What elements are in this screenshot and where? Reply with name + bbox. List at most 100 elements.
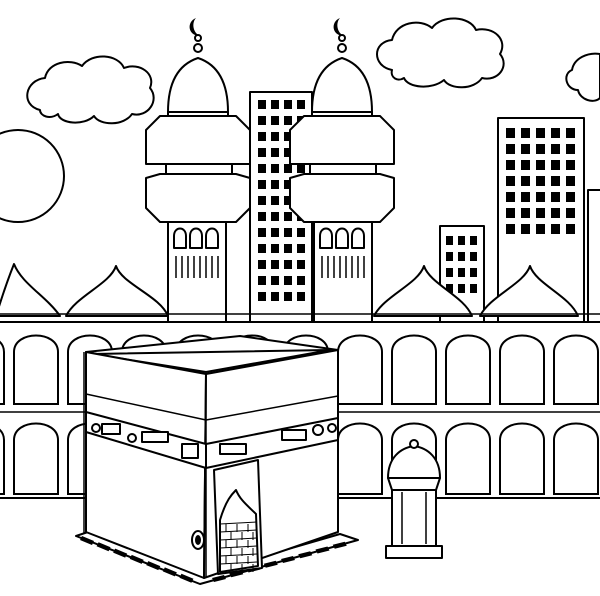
window	[521, 192, 530, 202]
base-block	[263, 560, 278, 568]
window	[521, 128, 530, 138]
window	[271, 212, 279, 221]
window	[284, 180, 292, 189]
building-edge-right	[587, 189, 600, 323]
window	[284, 260, 292, 269]
cloud-top-right	[376, 17, 505, 89]
arch	[13, 334, 59, 405]
window	[536, 160, 545, 170]
base-block	[179, 573, 194, 583]
window	[521, 144, 530, 154]
window	[446, 236, 453, 245]
window	[271, 228, 279, 237]
base-block	[80, 536, 94, 545]
window	[284, 164, 292, 173]
window	[506, 192, 515, 202]
window	[284, 212, 292, 221]
window	[566, 208, 575, 218]
window	[470, 252, 477, 261]
window	[506, 128, 515, 138]
window	[506, 144, 515, 154]
window	[284, 148, 292, 157]
window	[297, 260, 305, 269]
arch	[445, 334, 491, 405]
window	[258, 180, 266, 189]
brick-line	[219, 521, 258, 525]
cloud-left	[26, 55, 155, 125]
window	[284, 244, 292, 253]
window	[536, 144, 545, 154]
base-block	[129, 554, 144, 564]
brick-line	[219, 561, 258, 565]
window	[284, 196, 292, 205]
arch	[337, 334, 383, 405]
window	[566, 224, 575, 234]
window	[506, 208, 515, 218]
window	[258, 212, 266, 221]
base-block	[162, 567, 177, 577]
window	[258, 116, 266, 125]
maqam-shrine	[385, 439, 443, 559]
arch	[13, 422, 59, 495]
dome-3	[373, 265, 473, 317]
window	[536, 176, 545, 186]
window	[284, 276, 292, 285]
window	[271, 164, 279, 173]
window	[258, 132, 266, 141]
window	[551, 224, 560, 234]
window	[271, 292, 279, 301]
window	[284, 116, 292, 125]
window	[470, 284, 477, 293]
window	[271, 276, 279, 285]
window	[258, 292, 266, 301]
window	[258, 244, 266, 253]
window	[297, 164, 305, 173]
base-block	[212, 575, 226, 582]
window	[458, 236, 465, 245]
window	[536, 128, 545, 138]
base-block	[281, 556, 295, 563]
arch	[553, 334, 599, 405]
window	[446, 284, 453, 293]
window	[536, 224, 545, 234]
arch	[499, 334, 545, 405]
window	[506, 176, 515, 186]
arch	[391, 334, 437, 405]
arch	[337, 422, 383, 495]
window	[297, 244, 305, 253]
cloud-far-right	[565, 52, 600, 102]
kaaba	[75, 335, 359, 585]
arch	[445, 422, 491, 495]
window	[271, 132, 279, 141]
window	[446, 268, 453, 277]
arch	[0, 340, 5, 405]
window	[271, 180, 279, 189]
brick-line	[219, 537, 258, 541]
window	[458, 252, 465, 261]
dome-2	[65, 265, 169, 317]
base-block	[332, 541, 347, 549]
window	[446, 252, 453, 261]
minaret-right	[289, 18, 395, 323]
brick-line	[219, 545, 258, 549]
window	[470, 268, 477, 277]
minaret-left	[145, 18, 251, 323]
window	[258, 260, 266, 269]
window	[284, 100, 292, 109]
dome-4	[479, 265, 579, 317]
window	[284, 292, 292, 301]
window	[284, 228, 292, 237]
window	[271, 100, 279, 109]
window	[506, 224, 515, 234]
window	[536, 192, 545, 202]
window	[566, 176, 575, 186]
window	[271, 148, 279, 157]
brick-line	[219, 553, 258, 557]
window	[258, 164, 266, 173]
window	[551, 128, 560, 138]
window	[470, 236, 477, 245]
window	[506, 160, 515, 170]
window	[284, 132, 292, 141]
sun	[0, 129, 65, 223]
window	[271, 260, 279, 269]
